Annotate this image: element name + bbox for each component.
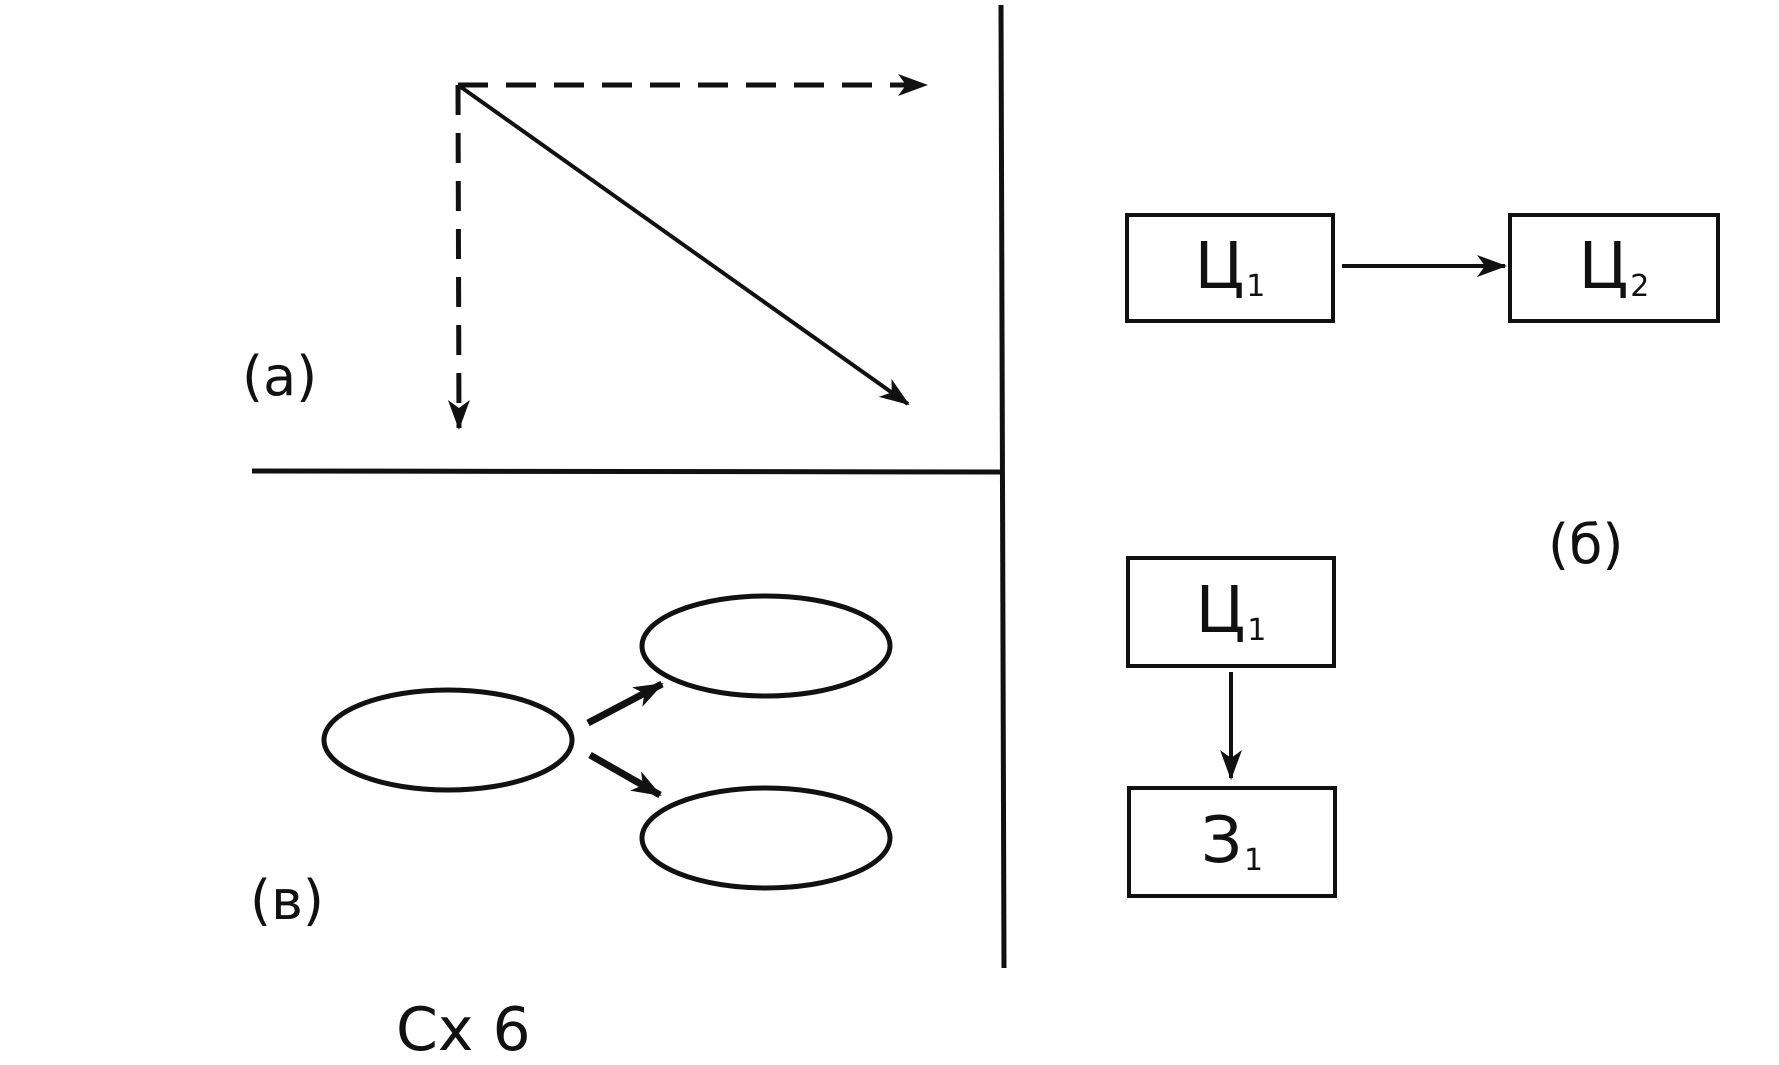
box-c1-top-text: Ц1: [1194, 229, 1266, 304]
vertical-divider: [998, 4, 1007, 969]
ellipse-target-bottom: [639, 785, 893, 891]
panel-v-label: (в): [250, 869, 324, 932]
ellipse-source: [321, 687, 575, 793]
caption: Сх 6: [396, 995, 531, 1065]
arrow-to-top-ellipse: [586, 680, 664, 727]
arrow-to-bottom-ellipse: [588, 751, 662, 799]
box-c1-top: Ц1: [1125, 213, 1335, 323]
panel-a-label: (a): [242, 345, 318, 408]
box-z1-text: З1: [1200, 803, 1264, 878]
ellipse-target-top: [639, 593, 893, 699]
horizontal-divider: [251, 468, 1004, 475]
box-c2-text: Ц2: [1578, 229, 1650, 304]
box-z1: З1: [1127, 786, 1337, 898]
dashed-arrow-down: [447, 84, 470, 430]
box-c1-bottom-text: Ц1: [1195, 573, 1267, 648]
panel-b-label: (б): [1548, 513, 1624, 576]
solid-diagonal-arrow: [456, 83, 910, 406]
box-c2: Ц2: [1508, 213, 1720, 323]
box-c1-bottom: Ц1: [1126, 556, 1336, 668]
